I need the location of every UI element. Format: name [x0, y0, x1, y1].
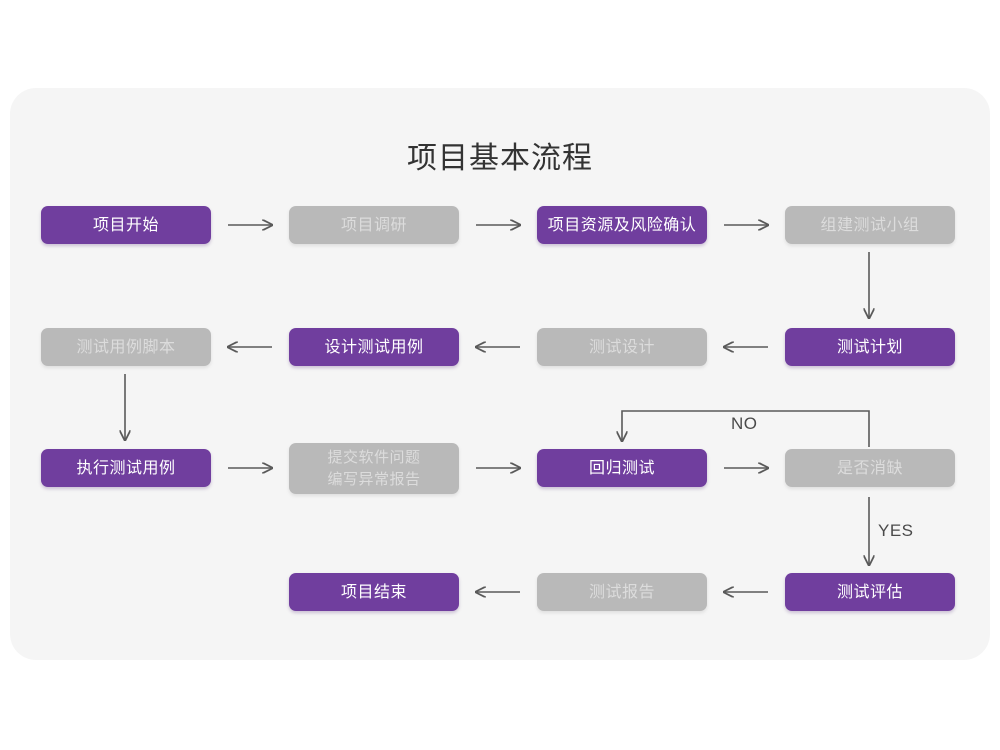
node-label: 项目资源及风险确认: [547, 216, 697, 234]
node-project-research[interactable]: 项目调研: [289, 206, 459, 244]
page-title: 项目基本流程: [407, 142, 593, 175]
node-defect-cleared[interactable]: 是否消缺: [785, 449, 955, 487]
node-label: 测试设计: [588, 338, 655, 356]
node-label: 是否消缺: [836, 459, 903, 477]
node-label: 测试用例脚本: [76, 338, 176, 356]
node-project-start[interactable]: 项目开始: [41, 206, 211, 244]
node-submit-bug-report[interactable]: 提交软件问题 编写异常报告: [289, 443, 459, 494]
node-label: 设计测试用例: [324, 338, 424, 356]
node-label: 测试计划: [836, 338, 903, 356]
node-label: 测试报告: [588, 583, 655, 601]
node-label: 项目调研: [340, 216, 407, 234]
node-label: 项目开始: [92, 216, 159, 234]
node-design-testcase[interactable]: 设计测试用例: [289, 328, 459, 366]
node-label: 执行测试用例: [76, 459, 176, 477]
node-testcase-script[interactable]: 测试用例脚本: [41, 328, 211, 366]
node-resource-risk-confirm[interactable]: 项目资源及风险确认: [537, 206, 707, 244]
node-label: 测试评估: [836, 583, 903, 601]
edge-label-no: NO: [731, 414, 758, 433]
node-label: 提交软件问题 编写异常报告: [327, 448, 421, 488]
edge-label-yes: YES: [878, 521, 914, 540]
node-build-test-team[interactable]: 组建测试小组: [785, 206, 955, 244]
node-project-end[interactable]: 项目结束: [289, 573, 459, 611]
node-test-evaluation[interactable]: 测试评估: [785, 573, 955, 611]
node-regression-test[interactable]: 回归测试: [537, 449, 707, 487]
node-execute-testcase[interactable]: 执行测试用例: [41, 449, 211, 487]
node-test-plan[interactable]: 测试计划: [785, 328, 955, 366]
diagram-card: [10, 88, 990, 660]
node-label: 组建测试小组: [820, 216, 920, 234]
node-test-report[interactable]: 测试报告: [537, 573, 707, 611]
node-label: 回归测试: [588, 459, 655, 477]
node-test-design[interactable]: 测试设计: [537, 328, 707, 366]
node-label: 项目结束: [340, 583, 407, 601]
